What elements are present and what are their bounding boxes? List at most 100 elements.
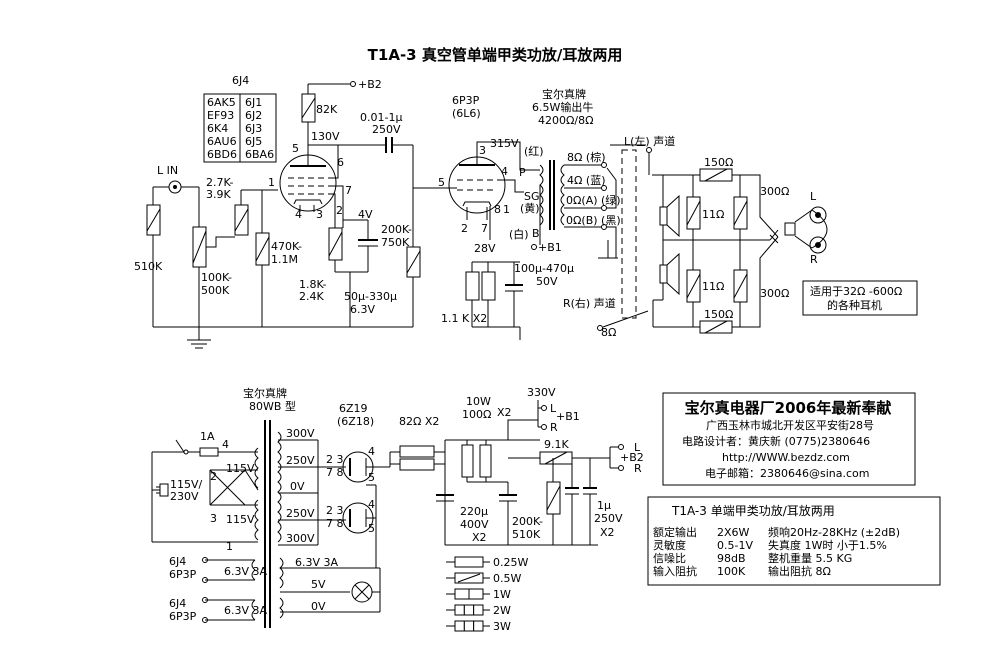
legend-item: 0.5W (446, 572, 521, 585)
psu-brand1: 宝尔真牌 (243, 386, 287, 400)
legend-label: 3W (493, 620, 511, 633)
spec-value: 2X6W (717, 526, 750, 539)
svg-text:L: L (810, 190, 817, 203)
cathode-c-label2: 6.3V (350, 303, 375, 316)
svg-text:L: L (550, 402, 557, 415)
svg-text:0Ω(A) (绿): 0Ω(A) (绿) (566, 193, 621, 207)
svg-text:6.3V 3A: 6.3V 3A (224, 604, 268, 617)
rect-name2: (6Z18) (337, 415, 374, 428)
svg-text:2: 2 (210, 470, 217, 483)
rect-a-pins2: 7 8 (326, 466, 344, 479)
b2-terminal (350, 81, 356, 87)
tube1-sub-right: 6J2 (245, 109, 262, 122)
maker-email: 电子邮箱：2380646@sina.com (705, 466, 869, 480)
heater-tube-b1: 6J4 (169, 597, 186, 610)
otf-brand1: 宝尔真牌 (542, 87, 586, 101)
cathode-r-tube2b (481, 271, 496, 301)
svg-text:B: B (532, 227, 540, 240)
fuse (199, 447, 219, 457)
svg-text:1.1 K X2: 1.1 K X2 (441, 312, 487, 325)
svg-text:7: 7 (345, 184, 352, 197)
ground-symbol (187, 339, 211, 349)
rect-name1: 6Z19 (339, 402, 368, 415)
tube1-name: 6J4 (232, 74, 249, 87)
cathode-r-label2: 2.4K (299, 290, 324, 303)
tube2-sg: SG (524, 190, 540, 203)
svg-text:0Ω(B) (黑): 0Ω(B) (黑) (566, 214, 621, 227)
coupling-cap-label1: 0.01-1μ (360, 111, 402, 124)
legend-item: 3W (446, 620, 511, 633)
legend-label: 2W (493, 604, 511, 617)
tube1-sub-right: 6J1 (245, 96, 262, 109)
input-label: L IN (157, 164, 178, 177)
svg-text:L: L (634, 441, 641, 454)
tube1-sub-left: 6AK5 (207, 96, 236, 109)
svg-text:4Ω (蓝): 4Ω (蓝) (567, 174, 605, 187)
spec-label: 输入阻抗 (653, 564, 697, 578)
spec-label: 灵敏度 (653, 538, 686, 552)
svg-text:3: 3 (316, 208, 323, 221)
heater-tube-a2: 6P3P (169, 568, 197, 581)
svg-text:8: 8 (494, 203, 501, 216)
svg-text:115V: 115V (226, 462, 255, 475)
coupling-r-label1: 200K- (381, 223, 412, 236)
tube1-sub-right: 6J3 (245, 122, 262, 135)
heater-tube-a1: 6J4 (169, 555, 186, 568)
tube2-name1: 6P3P (452, 94, 480, 107)
input-pot-label1: 100K- (201, 271, 232, 284)
tube1-sub-left: 6AU6 (207, 135, 237, 148)
legend-item: 0.25W (446, 556, 528, 569)
c220-label2: 400V (460, 518, 489, 531)
pilot-lamp (351, 581, 373, 603)
mains-label2: 230V (170, 490, 199, 503)
tube1-sub-right: 6BA6 (245, 148, 274, 161)
svg-text:5: 5 (368, 522, 375, 535)
svg-text:28V: 28V (474, 242, 496, 255)
tube2-cap-label1: 100μ-470μ (514, 262, 574, 275)
cathode-r-tube2a (465, 271, 480, 301)
legend-item: 2W (446, 604, 511, 617)
svg-text:130V: 130V (311, 130, 340, 143)
mains-label1: 115V/ (170, 478, 203, 491)
svg-text:2: 2 (336, 204, 343, 217)
svg-text:+B1: +B1 (556, 410, 580, 423)
svg-text:1: 1 (503, 203, 510, 216)
svg-text:R: R (550, 421, 558, 434)
svg-text:1: 1 (268, 176, 275, 189)
spec-value: 0.5-1V (717, 539, 753, 552)
svg-text:4: 4 (368, 498, 375, 511)
otf-brand3: 4200Ω/8Ω (538, 114, 594, 127)
coupling-r-label2: 750K (381, 236, 410, 249)
hp-note-2: 的各种耳机 (827, 298, 882, 312)
svg-text:150Ω: 150Ω (704, 156, 733, 169)
tube1-sub-left: EF93 (207, 109, 234, 122)
svg-text:2: 2 (461, 222, 468, 235)
svg-text:9.1K: 9.1K (544, 438, 569, 451)
maker-box (662, 392, 916, 486)
spec-value: 100K (717, 565, 746, 578)
svg-text:6.3V 3A: 6.3V 3A (295, 556, 339, 569)
svg-text:3: 3 (210, 512, 217, 525)
spec-extra: 输出阻抗 8Ω (768, 564, 831, 578)
svg-text:+B2: +B2 (358, 78, 382, 91)
c1-label3: X2 (600, 526, 615, 539)
svg-text:250V: 250V (286, 507, 315, 520)
svg-text:11Ω: 11Ω (702, 208, 724, 221)
svg-text:3: 3 (479, 144, 486, 157)
svg-text:5: 5 (438, 176, 445, 189)
svg-text:0V: 0V (311, 600, 326, 613)
page-title: T1A-3 真空管单端甲类功放/耳放两用 (368, 46, 623, 64)
svg-text:6.3V 3A: 6.3V 3A (224, 565, 268, 578)
svg-text:8Ω: 8Ω (601, 326, 616, 339)
spec-extra: 失真度 1W时 小于1.5% (768, 538, 887, 552)
input-r1-label: 510K (134, 260, 163, 273)
resistor-100-a (461, 444, 474, 478)
svg-text:5: 5 (292, 142, 299, 155)
bleeder-label2: 510K (512, 528, 541, 541)
legend-label: 0.5W (493, 572, 521, 585)
tube2-cap-label2: 50V (536, 275, 558, 288)
svg-text:300Ω: 300Ω (760, 287, 789, 300)
legend-item: 1W (446, 588, 511, 601)
svg-text:L(左) 声道: L(左) 声道 (624, 134, 675, 148)
